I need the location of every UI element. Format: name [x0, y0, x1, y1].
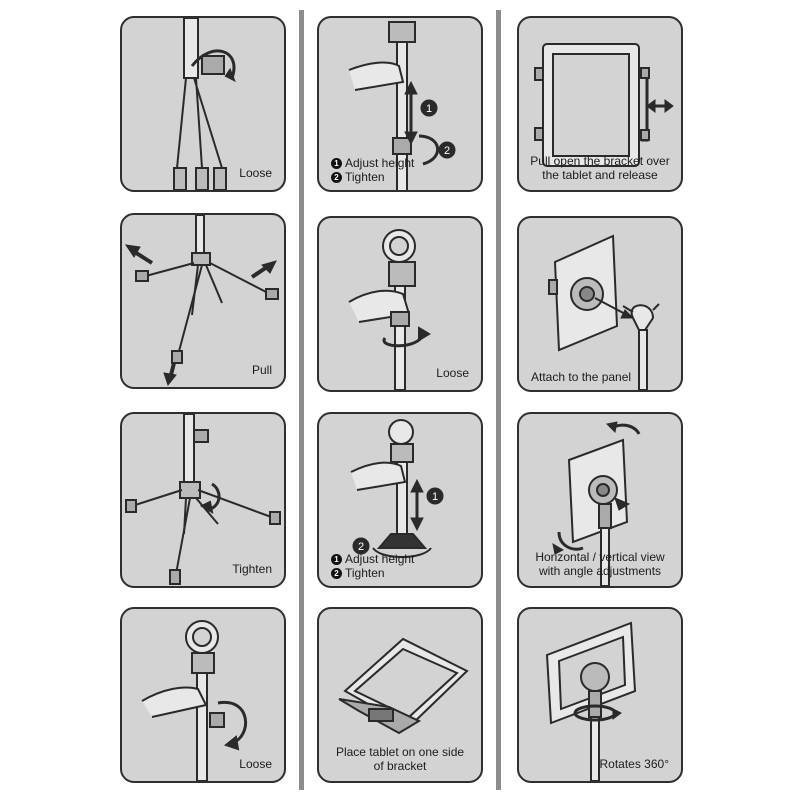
adjust-height-base-illustration: 1 2 — [350, 419, 444, 558]
caption-open-bracket: Pull open the bracket over the tablet an… — [530, 154, 670, 182]
caption-loose-collar: Loose — [436, 366, 469, 380]
attach-panel-illustration — [548, 234, 660, 390]
caption-rotate: Rotates 360° — [599, 757, 669, 771]
step-panel-open-bracket: Pull open the bracket over the tablet an… — [517, 16, 683, 192]
pole-loose-illustration — [141, 620, 248, 781]
place-tablet-illustration — [338, 637, 469, 735]
angle-adjust-illustration — [552, 421, 641, 586]
step-panel-tighten-legs: Tighten — [120, 412, 286, 588]
adjust-height-illustration: 1 2 — [348, 21, 456, 190]
open-bracket-illustration — [534, 43, 674, 167]
rotate-illustration — [545, 621, 637, 781]
tripod-tighten-illustration — [125, 414, 281, 585]
tripod-pull-illustration — [124, 215, 279, 387]
svg-text:1: 1 — [426, 103, 432, 115]
collar-loose-illustration — [348, 229, 431, 390]
svg-text:1: 1 — [432, 491, 438, 503]
step-panel-rotate: Rotates 360° — [517, 607, 683, 783]
step-panel-place-tablet: Place tablet on one side of bracket — [317, 607, 483, 783]
caption-pull: Pull — [251, 363, 272, 377]
step-panel-loose-collar: Loose — [317, 216, 483, 392]
column-divider-right — [496, 10, 501, 790]
caption-loose: Loose — [239, 166, 272, 180]
step-panel-loose-pole: Loose — [120, 607, 286, 783]
caption-loose-pole: Loose — [239, 757, 272, 771]
step-panel-loose-leg: Loose — [120, 16, 286, 192]
column-divider-left — [299, 10, 304, 790]
tripod-leg-illustration — [173, 18, 236, 190]
caption-attach-panel: Attach to the panel — [531, 370, 632, 384]
step-panel-angle-adjust: Horizontal / vertical view with angle ad… — [517, 412, 683, 588]
step-panel-attach-panel: Attach to the panel — [517, 216, 683, 392]
caption-place-tablet: Place tablet on one side of bracket — [335, 745, 465, 773]
caption-angle-adjust: Horizontal / vertical view with angle ad… — [535, 550, 665, 578]
step-panel-pull-legs: Pull — [120, 213, 286, 389]
svg-text:2: 2 — [358, 541, 364, 553]
svg-text:2: 2 — [444, 145, 450, 157]
caption-tighten: Tighten — [232, 562, 272, 576]
